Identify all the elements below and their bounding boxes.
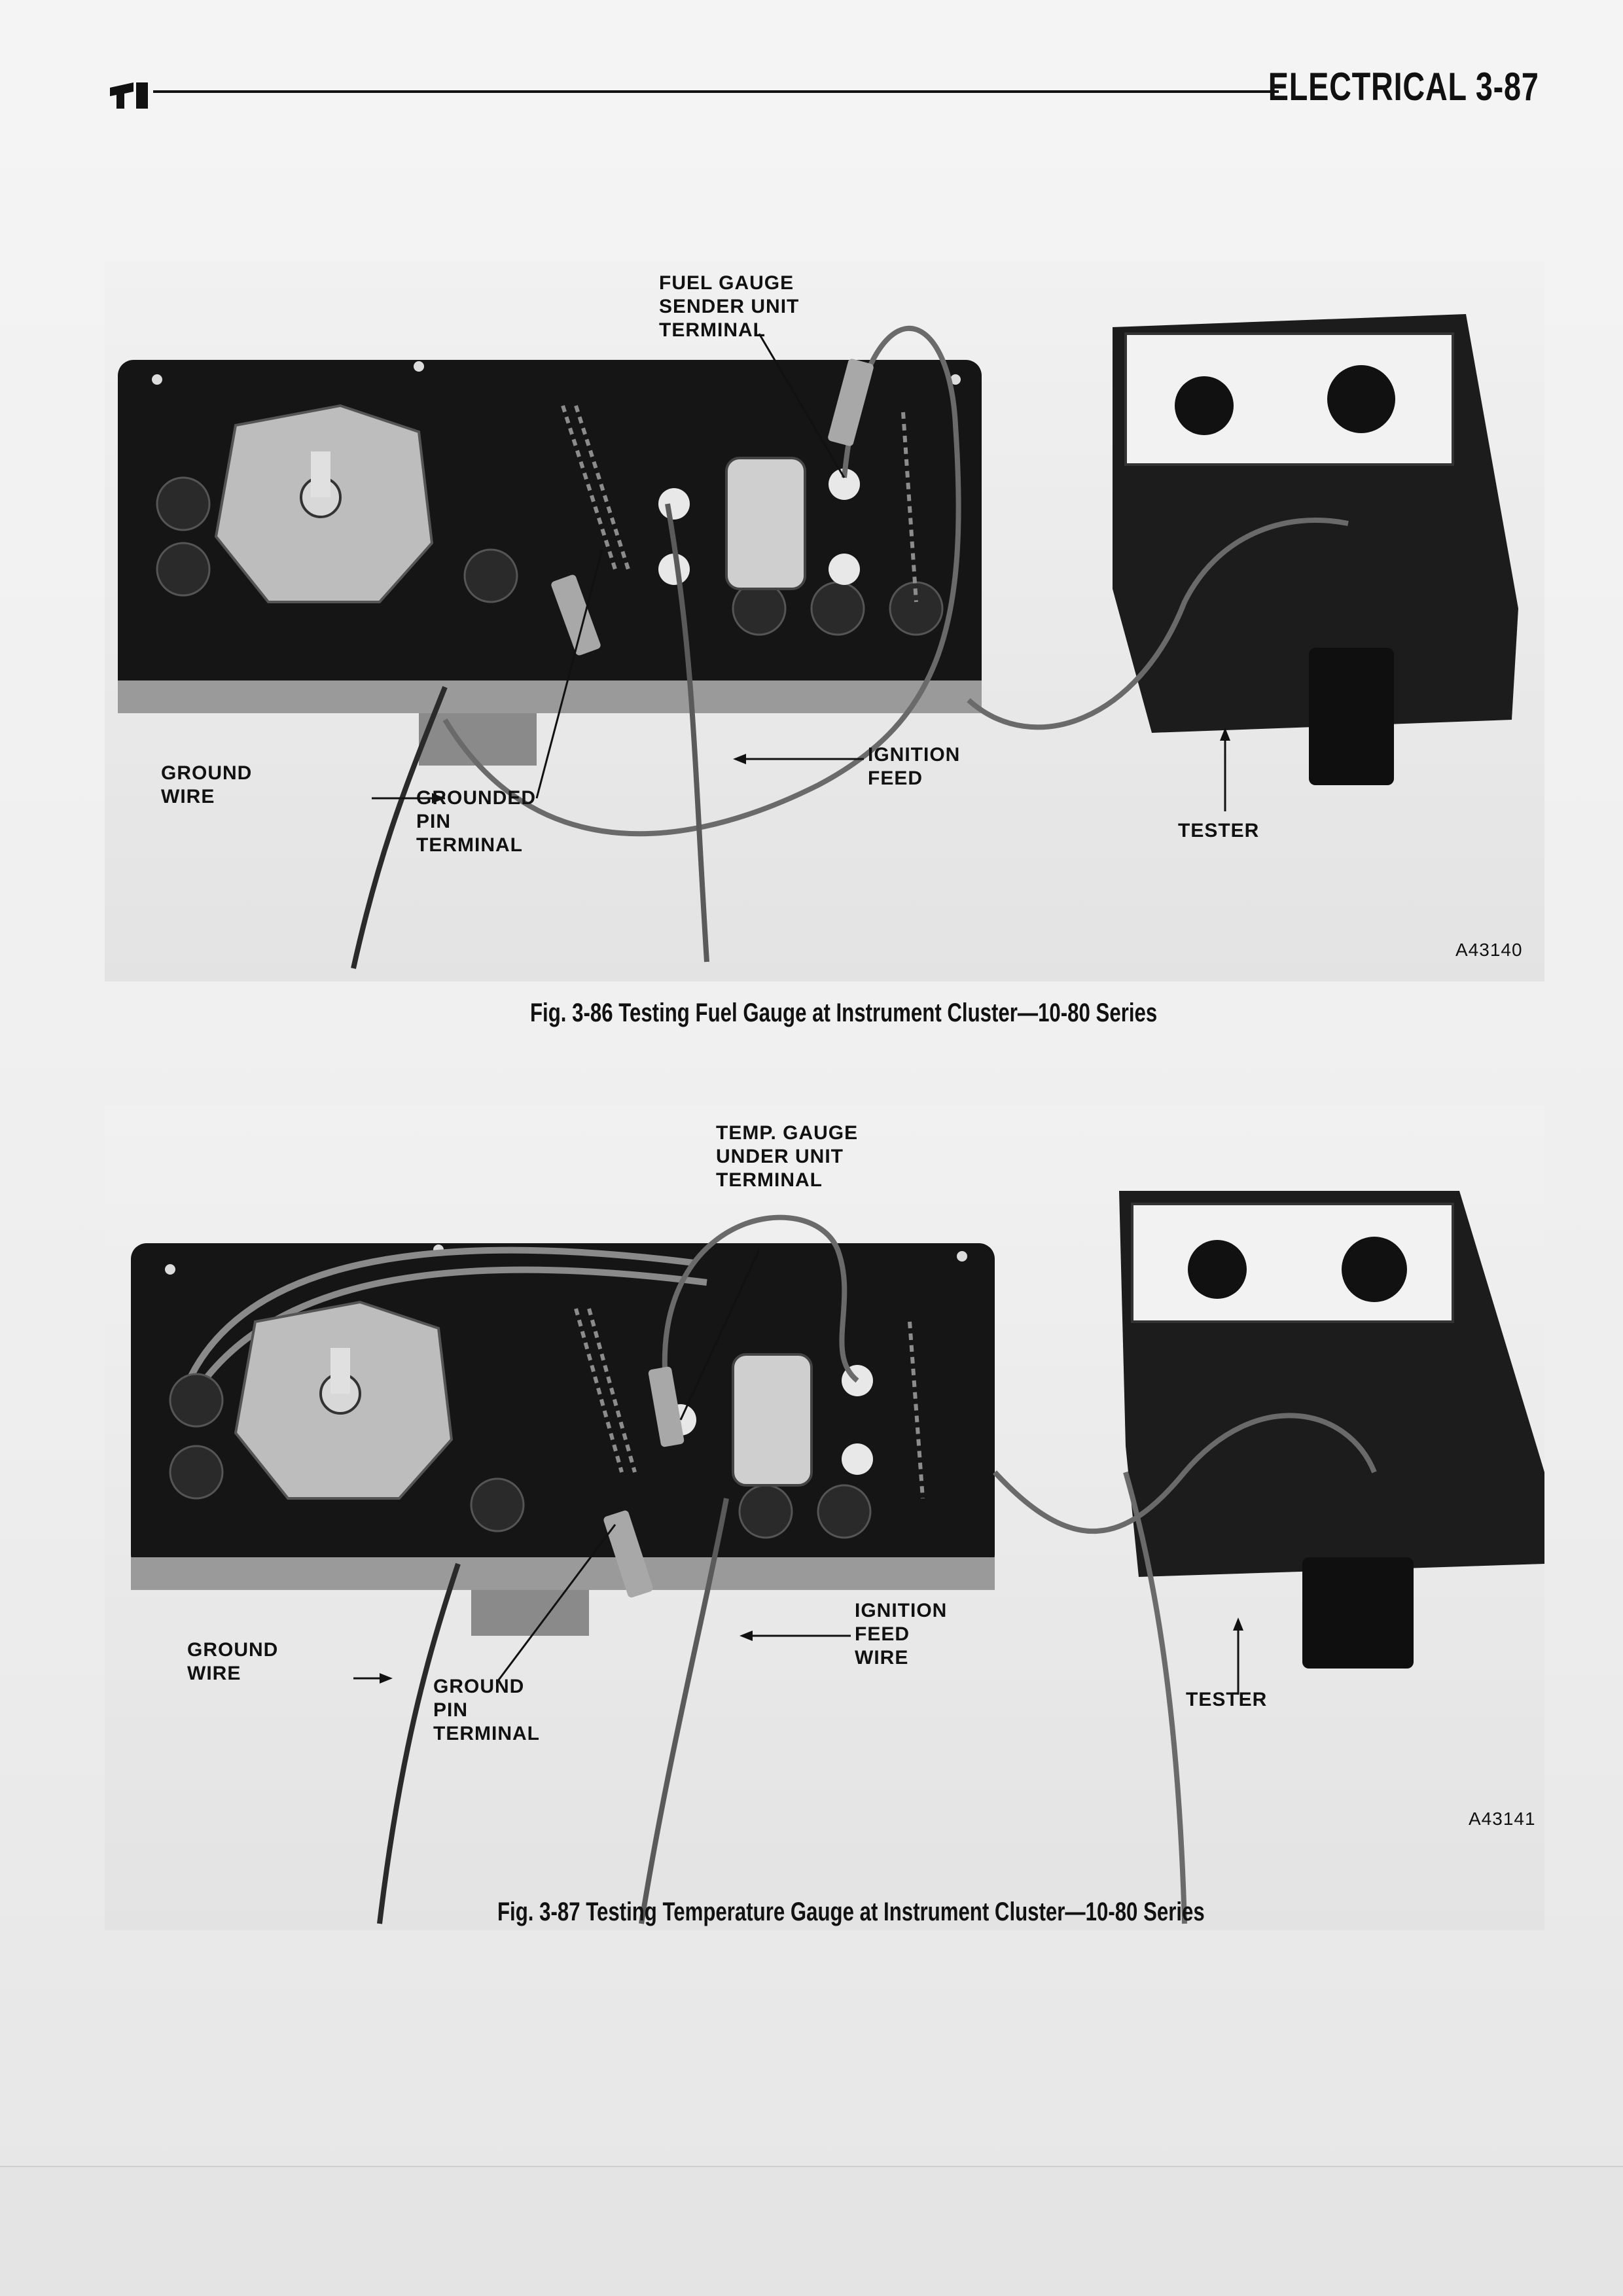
label-ignition-feed-wire: IGNITION FEED WIRE — [855, 1600, 948, 1669]
figure-1-photo — [105, 262, 1544, 981]
label-fuel-gauge-sender-terminal: FUEL GAUGE SENDER UNIT TERMINAL — [659, 272, 800, 341]
label-tester-2: TESTER — [1186, 1689, 1268, 1710]
label-grounded-pin-terminal: GROUNDED PIN TERMINAL — [416, 787, 537, 856]
page-title: ELECTRICAL 3-87 — [1268, 65, 1539, 109]
label-ignition-feed-1: IGNITION FEED — [868, 744, 961, 789]
jeep-logo-icon — [110, 82, 148, 109]
fuel-gauge-test-illustration — [118, 314, 1518, 969]
label-tester-1: TESTER — [1178, 820, 1260, 841]
label-temp-gauge-under-unit-terminal: TEMP. GAUGE UNDER UNIT TERMINAL — [716, 1122, 859, 1191]
label-ground-pin-terminal: GROUND PIN TERMINAL — [433, 1676, 540, 1744]
scan-bottom-edge — [0, 2166, 1623, 2296]
figure-2-photo — [105, 1106, 1544, 1930]
figure-1-code: A43140 — [1455, 940, 1523, 960]
label-ground-wire-2: GROUND WIRE — [187, 1639, 279, 1684]
figure-1-caption: Fig. 3-86 Testing Fuel Gauge at Instrume… — [530, 998, 1158, 1027]
label-ground-wire-1: GROUND WIRE — [161, 762, 253, 807]
figure-2-code: A43141 — [1469, 1809, 1536, 1829]
header-rule — [153, 90, 1279, 93]
temperature-gauge-test-illustration — [131, 1191, 1544, 1924]
figure-2-caption: Fig. 3-87 Testing Temperature Gauge at I… — [497, 1898, 1205, 1926]
